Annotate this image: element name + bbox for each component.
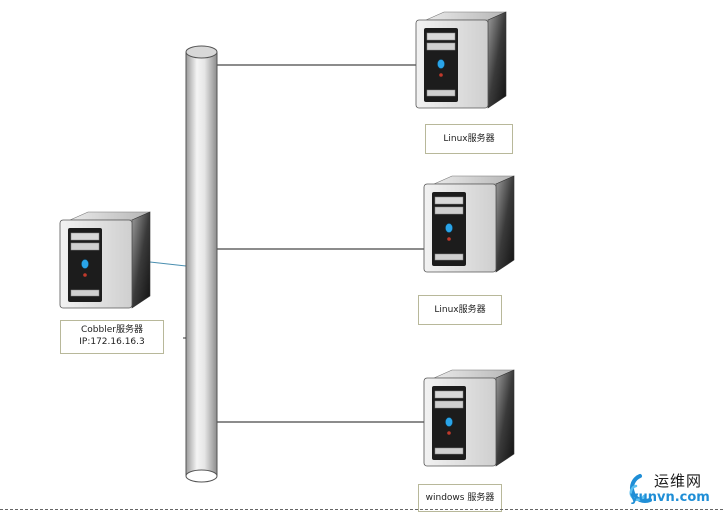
linux-server-2-label: Linux服务器 [418, 295, 502, 325]
watermark-logo-icon [629, 474, 652, 503]
bottom-divider [0, 509, 723, 510]
watermark-brand: 运维网 [654, 472, 703, 490]
linux-server-2-name: Linux服务器 [434, 305, 486, 315]
link-cobbler [149, 261, 187, 267]
server-icon-linux-1 [415, 11, 507, 109]
server-icon-linux-2 [423, 175, 515, 273]
network-backbone-pipe [185, 45, 218, 483]
server-icon-windows [423, 369, 515, 467]
watermark-url: yunvn.com [630, 490, 710, 505]
cobbler-server-label: Cobbler服务器 IP:172.16.16.3 [60, 320, 164, 354]
windows-server-label: windows 服务器 [418, 484, 502, 512]
server-icon-cobbler [59, 211, 151, 309]
linux-server-1-label: Linux服务器 [425, 124, 513, 154]
cobbler-server-name: Cobbler服务器 [81, 325, 143, 335]
cobbler-server-ip: IP:172.16.16.3 [79, 337, 145, 347]
linux-server-1-name: Linux服务器 [443, 134, 495, 144]
windows-server-name: windows 服务器 [425, 493, 495, 503]
